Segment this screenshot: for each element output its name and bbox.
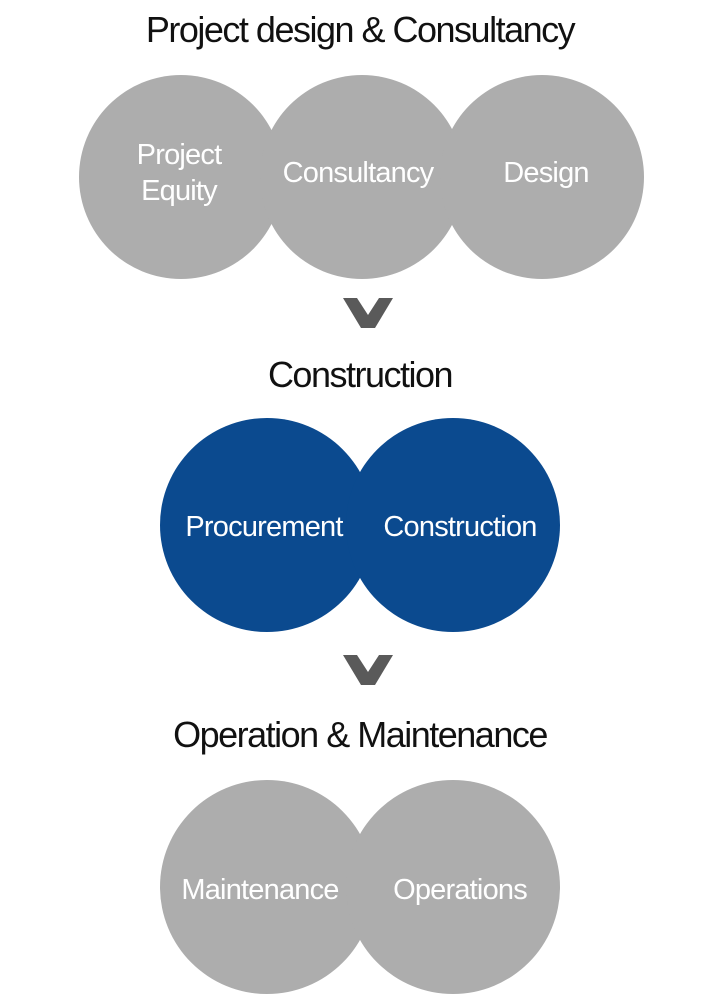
circle-design bbox=[440, 75, 644, 279]
label-operations: Operations bbox=[393, 874, 528, 906]
stage-title-construction: Construction bbox=[267, 354, 454, 395]
circle-maintenance bbox=[160, 780, 374, 994]
circle-consultancy bbox=[260, 75, 464, 279]
label-design: Design bbox=[503, 157, 589, 189]
circle-project-equity bbox=[79, 75, 283, 279]
label-project-equity: Project Equity bbox=[136, 139, 222, 207]
circle-procurement bbox=[160, 418, 374, 632]
chevron-down-icon bbox=[343, 298, 393, 328]
label-procurement: Procurement bbox=[185, 511, 343, 543]
circle-operations bbox=[346, 780, 560, 994]
chevron-down-icon bbox=[343, 655, 393, 685]
stage-title-project-design: Project design & Consultancy bbox=[145, 9, 576, 50]
label-construction: Construction bbox=[383, 511, 537, 543]
stage-title-operation-maintenance: Operation & Maintenance bbox=[173, 714, 548, 755]
label-maintenance: Maintenance bbox=[181, 874, 339, 906]
label-consultancy: Consultancy bbox=[282, 157, 435, 189]
circle-construction bbox=[346, 418, 560, 632]
